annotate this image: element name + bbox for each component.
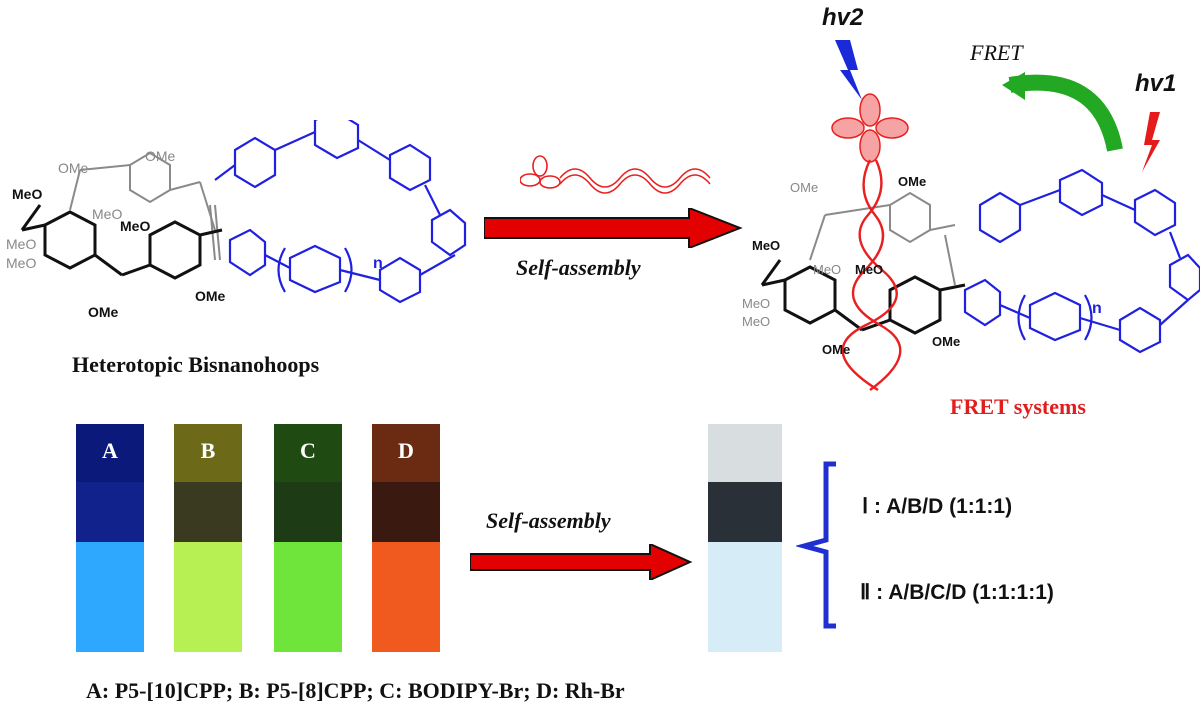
combination-1: Ⅰ : A/B/D (1:1:1) [862,495,1013,518]
vial-neck [372,482,440,542]
methoxy-label: OMe [58,160,89,176]
bisnanohoops-caption: Heterotopic Bisnanohoops [72,352,320,377]
vial-cap [372,424,440,482]
vial-neck [708,482,782,542]
vial-cap [174,424,242,482]
vial-cap [76,424,144,482]
vial-b: B [174,424,242,652]
vial-cap [708,424,782,482]
vial-letter: C [300,438,316,463]
fret-systems-caption: FRET systems [950,394,1086,419]
bisnanohoop-structure [20,120,467,304]
fret-label: FRET [970,40,1023,65]
methoxy-label: OMe [195,288,226,304]
self-assembly-arrow [470,544,693,580]
methoxy-label: MeO [6,255,37,271]
methoxy-label: MeO [6,236,37,252]
methoxy-label: MeO [120,218,151,234]
mixed-vial [708,424,782,652]
methoxy-label: MeO [752,238,781,253]
hv2-label: hv2 [822,4,864,31]
vial-neck [274,482,342,542]
methoxy-label: MeO [742,314,771,329]
fret-arrow [1008,74,1123,152]
methoxy-label: OMe [898,174,927,189]
bracket [796,461,836,629]
vial-c: C [274,424,342,652]
methoxy-label: OMe [822,342,851,357]
methoxy-label: OMe [145,148,176,164]
methoxy-label: OMe [88,304,119,320]
vial-solution [708,542,782,652]
repeat-unit-n: n [1092,300,1102,317]
dye-guest-icon [520,155,711,194]
vial-solution [76,542,144,652]
methoxy-label: MeO [12,186,43,202]
combination-2: Ⅱ : A/B/C/D (1:1:1:1) [860,581,1054,604]
vial-letter: A [102,438,118,463]
hv1-label: hv1 [1135,70,1177,97]
vial-solution [372,542,440,652]
vial-d: D [372,424,440,652]
methoxy-label: MeO [92,206,123,222]
vial-neck [174,482,242,542]
methoxy-label: MeO [813,262,842,277]
self-assembly-label-top: Self-assembly [516,255,641,280]
vial-letter: D [398,438,414,463]
vial-cap [274,424,342,482]
methoxy-label: MeO [855,262,884,277]
methoxy-label: OMe [790,180,819,195]
fret-complex-structure [760,40,1200,392]
methoxy-label: MeO [742,296,771,311]
vial-a: A [76,424,144,652]
methoxy-label: OMe [932,334,961,349]
self-assembly-label-bottom: Self-assembly [486,508,611,533]
vial-letter: B [200,438,216,463]
lightning-icon [1142,112,1160,172]
repeat-unit-n: n [373,255,383,272]
self-assembly-arrow [484,208,743,248]
vial-solution [274,542,342,652]
lightning-icon [835,40,862,100]
vial-neck [76,482,144,542]
vial-solution [174,542,242,652]
legend-caption: A: P5-[10]CPP; B: P5-[8]CPP; C: BODIPY-B… [86,678,625,703]
